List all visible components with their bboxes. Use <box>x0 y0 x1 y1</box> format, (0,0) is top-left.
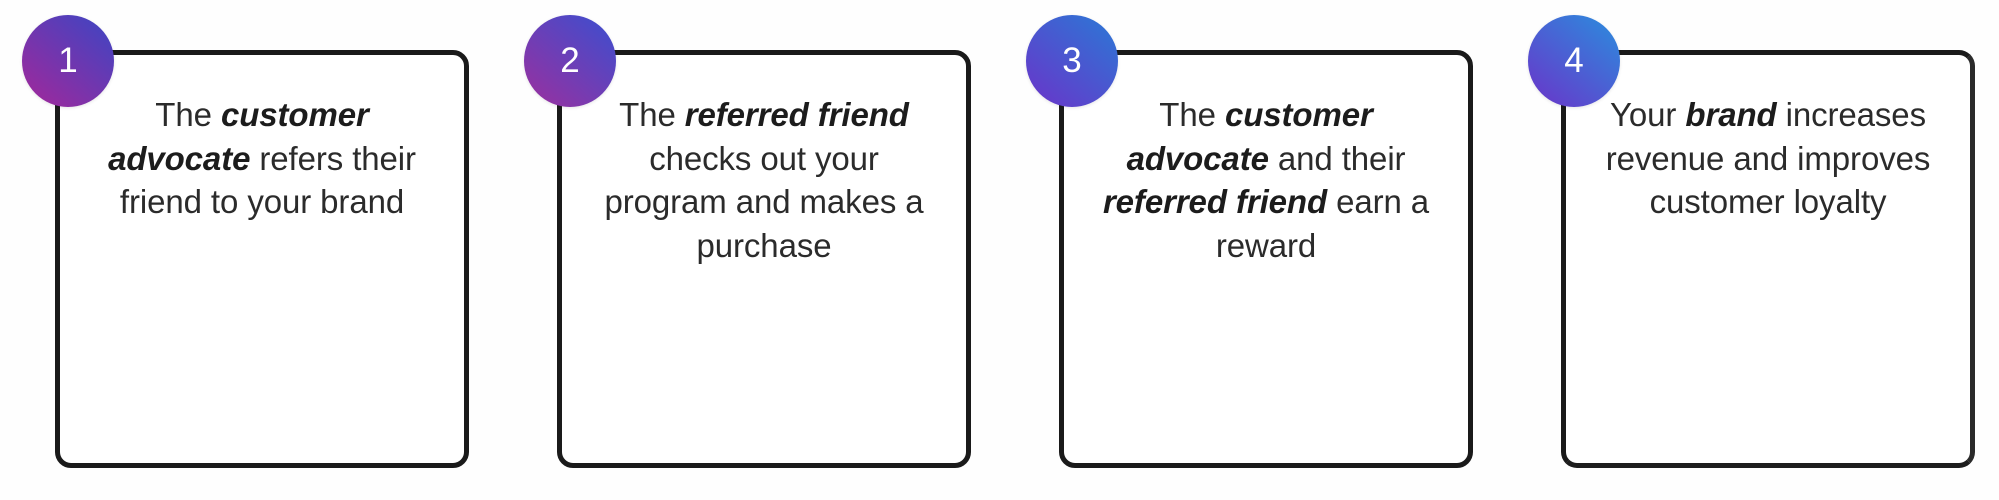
step-card: The customer advocate refers their frien… <box>55 50 469 468</box>
step-number: 1 <box>58 40 78 80</box>
step-text: Your brand increases revenue and improve… <box>1605 96 1931 221</box>
step-card: The referred friend checks out your prog… <box>557 50 971 468</box>
step-text: The customer advocate and their referred… <box>1102 96 1430 264</box>
step-number-badge: 3 <box>1026 15 1118 107</box>
step-4: Your brand increases revenue and improve… <box>1528 15 1975 468</box>
step-text: The referred friend checks out your prog… <box>604 96 924 264</box>
step-card: The customer advocate and their referred… <box>1059 50 1473 468</box>
step-number: 3 <box>1062 40 1082 80</box>
step-number-badge: 1 <box>22 15 114 107</box>
step-number: 4 <box>1564 40 1584 80</box>
emphasis-term: referred friend <box>1102 183 1328 221</box>
emphasis-term: customer advocate <box>1126 96 1373 177</box>
step-3: The customer advocate and their referred… <box>1026 15 1473 468</box>
emphasis-term: customer advocate <box>108 96 369 177</box>
step-2: The referred friend checks out your prog… <box>524 15 971 468</box>
emphasis-term: referred friend <box>684 96 909 133</box>
step-1: The customer advocate refers their frien… <box>22 15 469 468</box>
step-number-badge: 2 <box>524 15 616 107</box>
step-number: 2 <box>560 40 580 80</box>
emphasis-term: brand <box>1685 96 1777 133</box>
step-text: The customer advocate refers their frien… <box>108 96 416 221</box>
step-card: Your brand increases revenue and improve… <box>1561 50 1975 468</box>
step-number-badge: 4 <box>1528 15 1620 107</box>
